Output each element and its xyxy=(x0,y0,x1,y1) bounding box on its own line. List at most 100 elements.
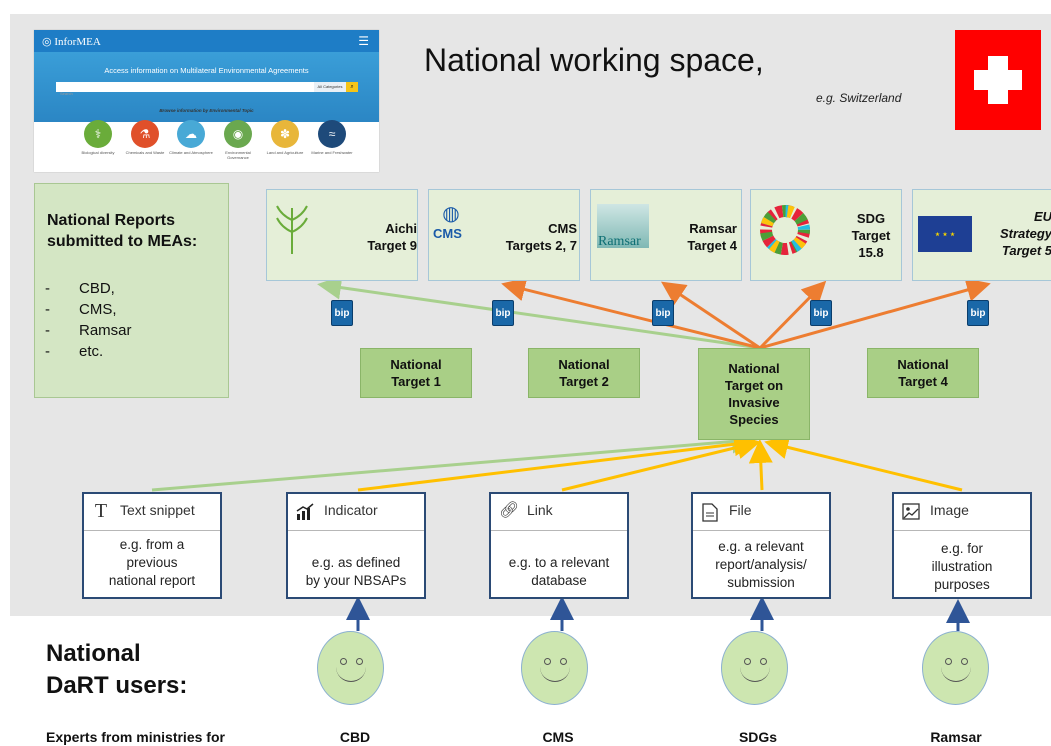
source-header: Image xyxy=(894,494,1030,531)
ramsar-logo xyxy=(597,204,649,248)
source-link[interactable]: 🔗︎ Link e.g. to a relevant database xyxy=(489,492,629,599)
desc-line: e.g. to a relevant xyxy=(508,555,610,570)
target-line: Aichi xyxy=(385,221,417,236)
desc-line: by your NBSAPs xyxy=(305,573,407,588)
user-label-cbd: CBD xyxy=(339,729,371,745)
eye xyxy=(544,658,551,665)
desc-line: e.g. a relevant xyxy=(718,539,804,554)
informea-logo-text: InforMEA xyxy=(54,36,101,48)
ntarget-line: National xyxy=(558,357,610,372)
informea-logo: ◎ InforMEA xyxy=(42,36,101,48)
desc-line: database xyxy=(531,573,587,588)
desc-line: report/analysis/ xyxy=(715,557,807,572)
source-header: 🔗︎ Link xyxy=(491,494,627,531)
page-title: National working space, xyxy=(424,42,764,78)
source-description: e.g. to a relevant database xyxy=(491,554,627,590)
users-title-line: DaRT users: xyxy=(46,672,188,699)
eye xyxy=(945,658,952,665)
topic-marine: ≈Marine and Freshwater xyxy=(308,120,356,155)
target-line: Target 9 xyxy=(367,238,417,253)
sdg-wheel-icon xyxy=(760,205,810,255)
ntarget-line: Species xyxy=(729,412,779,427)
list-item-text: CMS, xyxy=(79,301,117,318)
arrow-to-ramsar xyxy=(661,281,761,350)
desc-line: previous xyxy=(126,555,178,570)
cloud-icon: ☁ xyxy=(177,120,205,148)
topic-label: Chemicals and Waste xyxy=(125,150,165,155)
target-line: SDG xyxy=(856,211,886,226)
target-line: Target 5 xyxy=(1001,243,1051,258)
eye xyxy=(340,658,347,665)
source-header: File xyxy=(693,494,829,531)
informea-category-select: All Categories xyxy=(314,82,346,92)
bip-icon: bip xyxy=(331,300,353,326)
topic-label: Biological diversity xyxy=(81,150,115,155)
target-line: Target xyxy=(851,228,891,243)
globe-icon: ◍ xyxy=(442,203,460,225)
arrow-text-snippet xyxy=(151,429,756,492)
hamburger-icon: ☰ xyxy=(358,34,369,48)
user-face-icon xyxy=(317,631,384,705)
topic-governance: ◉Environmental Governance xyxy=(214,120,262,160)
eye xyxy=(961,658,968,665)
list-item-text: CBD, xyxy=(79,280,115,297)
ntarget-line: National xyxy=(728,361,780,376)
topic-label: Climate and Atmosphere xyxy=(169,150,213,155)
smile xyxy=(336,666,366,682)
fish-icon: ≈ xyxy=(318,120,346,148)
swiss-flag xyxy=(955,30,1041,130)
eye xyxy=(356,658,363,665)
flask-icon: ⚗ xyxy=(131,120,159,148)
cms-logo-text: CMS xyxy=(433,226,462,241)
reports-heading-line: National Reports xyxy=(47,212,176,229)
ntarget-line: Invasive xyxy=(728,395,780,410)
source-name: File xyxy=(729,502,752,518)
arrow-to-cms xyxy=(501,277,761,350)
informea-header-bar xyxy=(34,30,379,52)
ntarget-line: National xyxy=(897,357,949,372)
smile xyxy=(540,666,570,682)
source-header: T Text snippet xyxy=(84,494,220,531)
arrow-to-eu xyxy=(759,278,991,350)
dna-icon: ⚕ xyxy=(84,120,112,148)
topic-climate: ☁ Climate and Atmosphere xyxy=(167,120,215,155)
list-item: -CMS, xyxy=(45,301,117,318)
target-line: Targets 2, 7 xyxy=(505,238,577,253)
national-reports-heading: National Reports submitted to MEAs: xyxy=(47,210,197,252)
link-icon: 🔗︎ xyxy=(499,502,520,519)
ntarget-line: Target on xyxy=(724,378,784,393)
user-face-icon xyxy=(721,631,788,705)
ramsar-logo-text: Ramsar xyxy=(598,234,641,249)
ntarget-line: Target 2 xyxy=(559,374,609,389)
topic-label: Land and Agriculture xyxy=(266,150,304,155)
informea-search-input: Search xyxy=(56,82,314,96)
desc-line: purposes xyxy=(934,577,990,592)
eye xyxy=(760,658,767,665)
text-icon: T xyxy=(94,500,108,522)
eye xyxy=(744,658,751,665)
ntarget-line: Target 1 xyxy=(391,374,441,389)
desc-line: e.g. from a xyxy=(119,537,185,552)
list-item-text: Ramsar xyxy=(79,322,132,339)
search-placeholder: Search xyxy=(60,91,73,96)
target-line: Ramsar xyxy=(689,221,737,236)
file-icon xyxy=(702,503,718,522)
list-item: -etc. xyxy=(45,343,104,360)
globe-icon: ◉ xyxy=(224,120,252,148)
plant-icon xyxy=(276,205,308,254)
list-item-text: etc. xyxy=(79,343,104,360)
